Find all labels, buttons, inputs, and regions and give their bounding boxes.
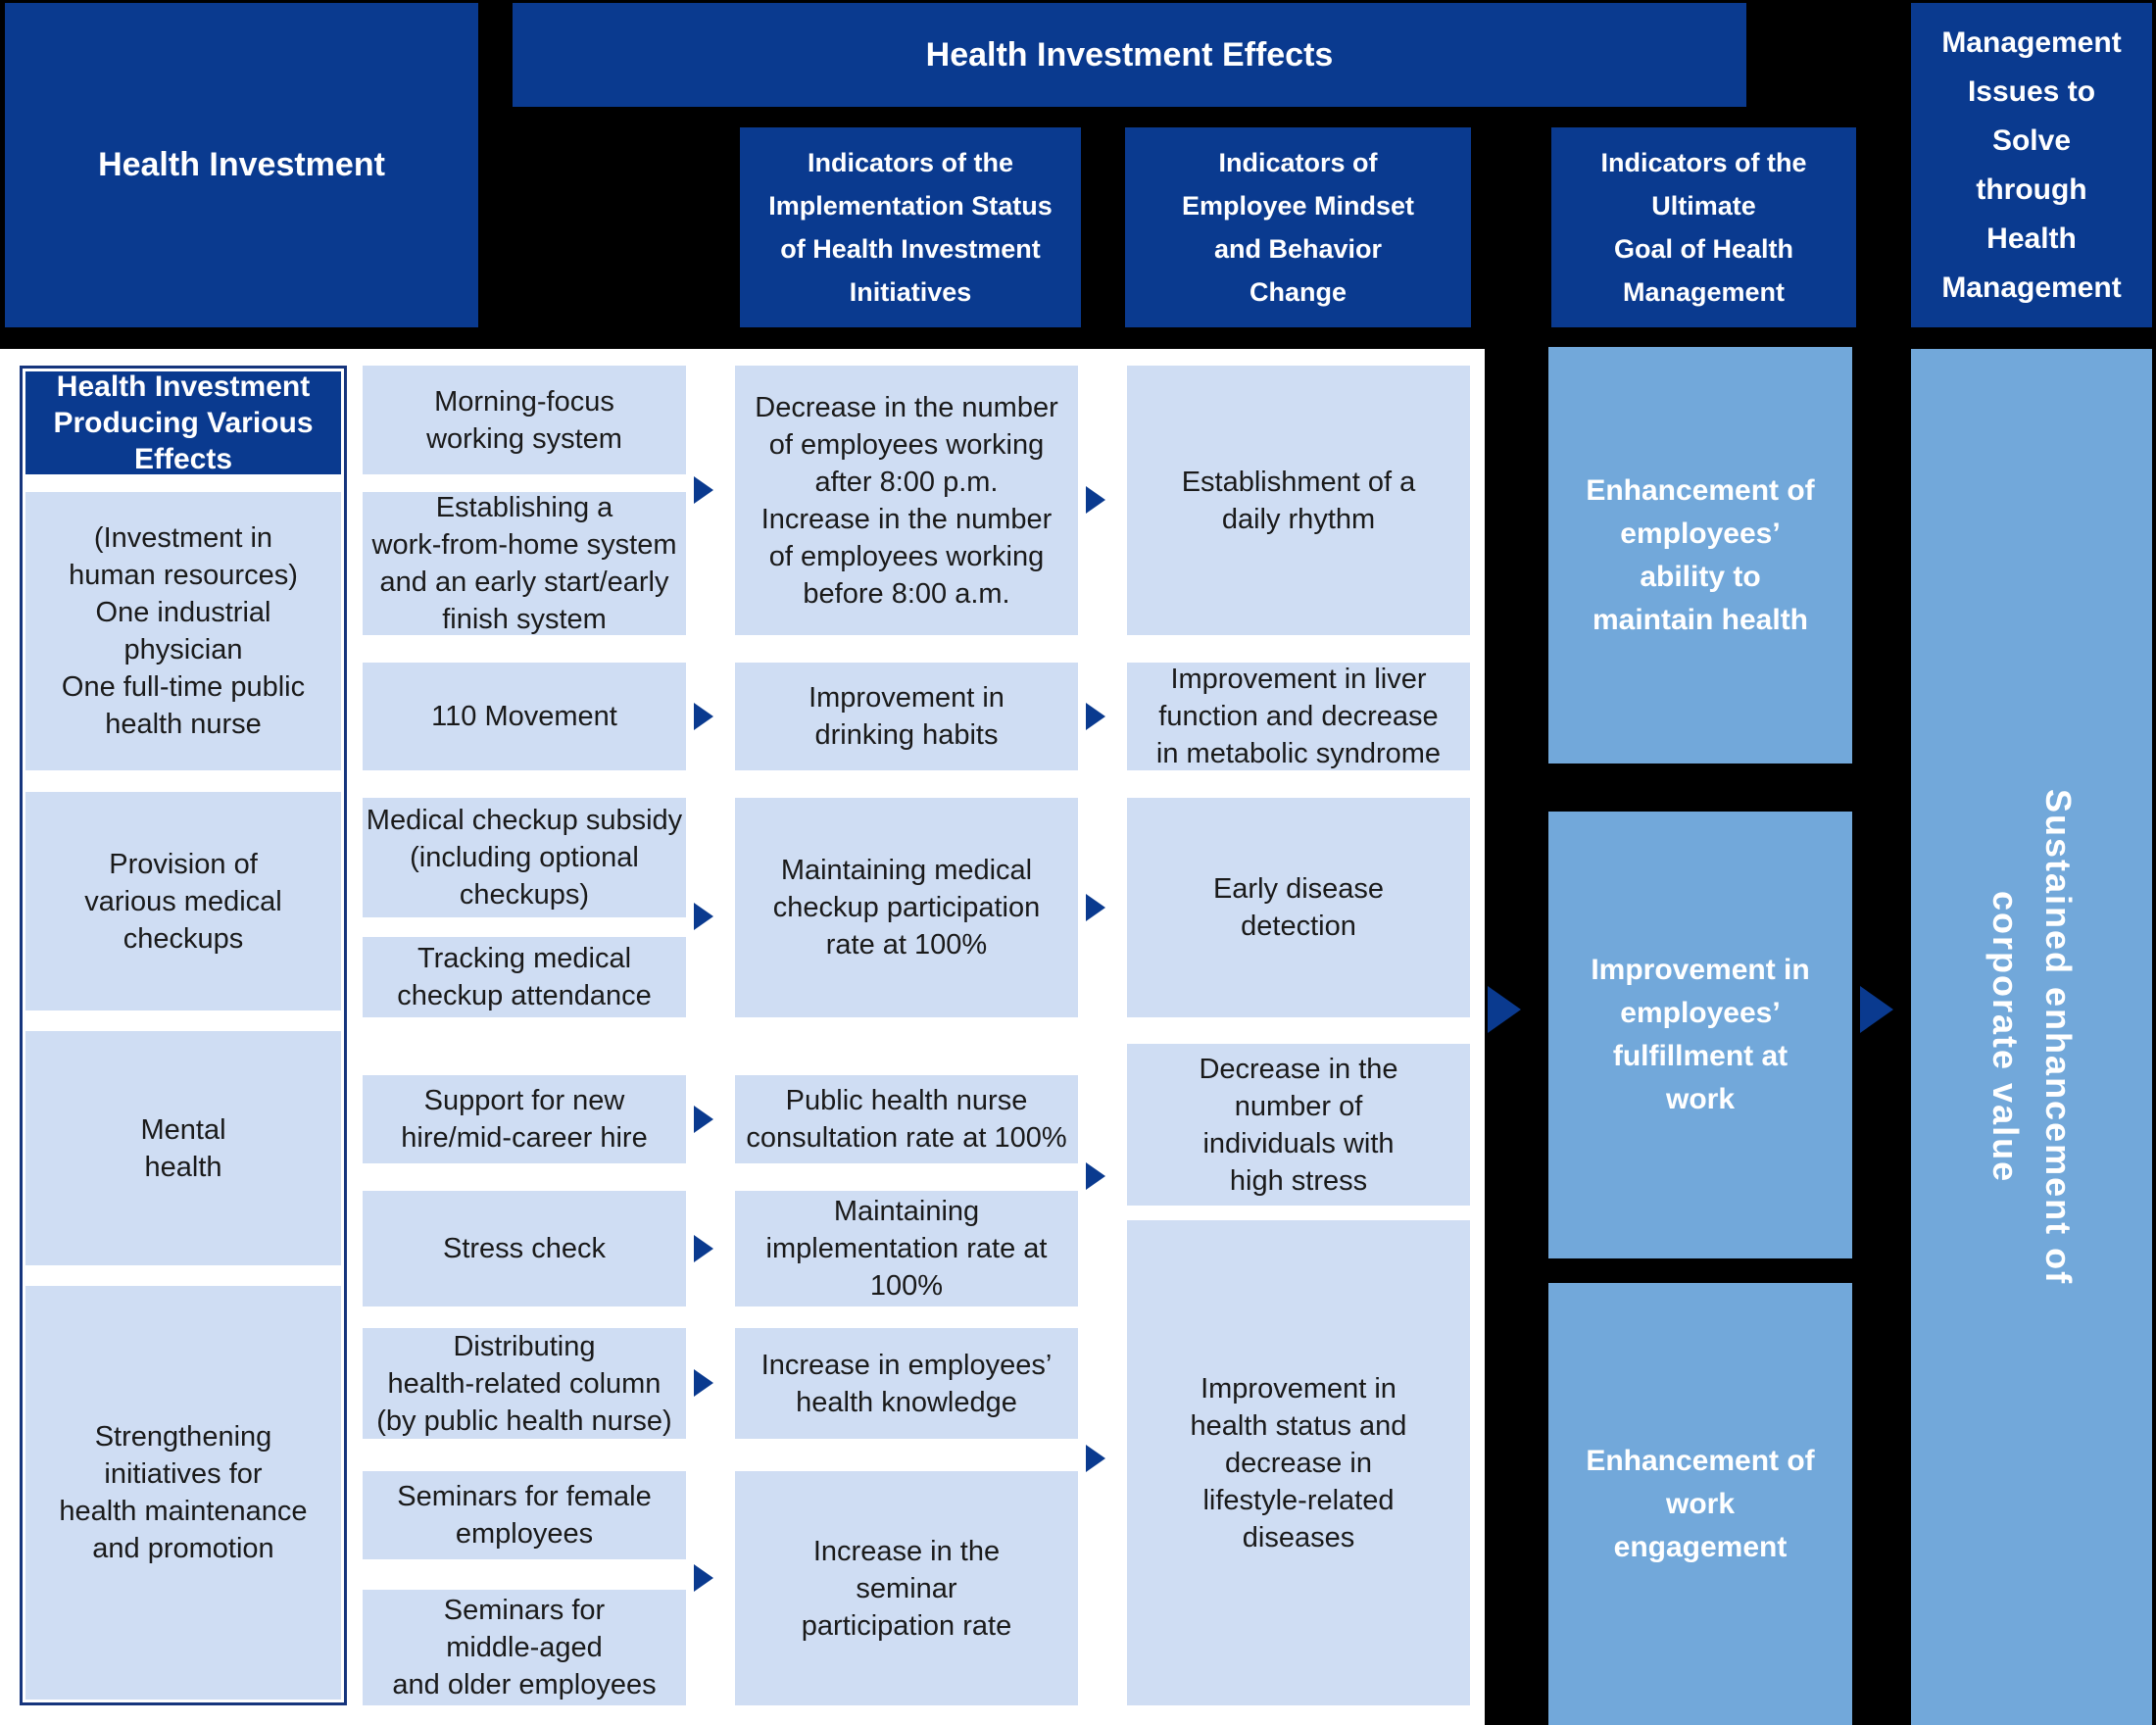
arrow-right-icon xyxy=(1488,986,1521,1033)
indicator-working-hours: Decrease in the number of employees work… xyxy=(735,366,1078,635)
arrow-right-icon xyxy=(1086,1162,1105,1190)
investment-health-promotion: Strengthening initiatives for health mai… xyxy=(25,1286,341,1700)
header-goal-indicators: Indicators of the Ultimate Goal of Healt… xyxy=(1551,127,1856,327)
initiative-senior-seminars: Seminars for middle-aged and older emplo… xyxy=(363,1590,686,1705)
mindset-health-status: Improvement in health status and decreas… xyxy=(1127,1220,1470,1705)
investment-column-header: Health Investment Producing Various Effe… xyxy=(25,370,341,475)
indicator-checkup-participation: Maintaining medical checkup participatio… xyxy=(735,798,1078,1017)
arrow-right-icon xyxy=(694,1106,713,1133)
initiative-110-movement: 110 Movement xyxy=(363,663,686,770)
arrow-right-icon xyxy=(694,1235,713,1262)
investment-human-resources: (Investment in human resources) One indu… xyxy=(25,492,341,770)
indicator-seminar-participation: Increase in the seminar participation ra… xyxy=(735,1471,1078,1705)
initiative-stress-check: Stress check xyxy=(363,1191,686,1306)
goal-work-engagement: Enhancement of work engagement xyxy=(1548,1283,1852,1725)
arrow-right-icon xyxy=(1086,894,1105,921)
mindset-early-detection: Early disease detection xyxy=(1127,798,1470,1017)
indicator-drinking-habits: Improvement in drinking habits xyxy=(735,663,1078,770)
initiative-checkup-subsidy: Medical checkup subsidy (including optio… xyxy=(363,798,686,917)
mindset-high-stress: Decrease in the number of individuals wi… xyxy=(1127,1044,1470,1206)
initiative-health-column: Distributing health-related column (by p… xyxy=(363,1328,686,1439)
initiative-work-from-home: Establishing a work-from-home system and… xyxy=(363,492,686,635)
initiative-checkup-tracking: Tracking medical checkup attendance xyxy=(363,937,686,1017)
arrow-right-icon xyxy=(1086,703,1105,730)
arrow-right-icon xyxy=(1860,986,1893,1033)
header-management-issues: Management Issues to Solve through Healt… xyxy=(1911,3,2152,327)
arrow-right-icon xyxy=(694,476,713,504)
indicator-implementation-rate: Maintaining implementation rate at 100% xyxy=(735,1191,1078,1306)
arrow-right-icon xyxy=(694,1564,713,1592)
header-health-investment: Health Investment xyxy=(5,3,478,327)
arrow-right-icon xyxy=(694,903,713,930)
goal-fulfillment-at-work: Improvement in employees’ fulfillment at… xyxy=(1548,812,1852,1258)
indicator-nurse-consultation: Public health nurse consultation rate at… xyxy=(735,1075,1078,1163)
header-implementation-indicators: Indicators of the Implementation Status … xyxy=(740,127,1081,327)
arrow-right-icon xyxy=(1086,486,1105,514)
initiative-morning-focus: Morning-focus working system xyxy=(363,366,686,474)
initiative-female-seminars: Seminars for female employees xyxy=(363,1471,686,1559)
mindset-daily-rhythm: Establishment of a daily rhythm xyxy=(1127,366,1470,635)
investment-mental-health: Mental health xyxy=(25,1031,341,1265)
outcome-corporate-value: Sustained enhancement of corporate value xyxy=(1911,349,2152,1725)
header-health-investment-effects: Health Investment Effects xyxy=(513,3,1746,107)
header-mindset-indicators: Indicators of Employee Mindset and Behav… xyxy=(1125,127,1471,327)
arrow-right-icon xyxy=(1086,1445,1105,1472)
goal-maintain-health: Enhancement of employees’ ability to mai… xyxy=(1548,347,1852,764)
arrow-right-icon xyxy=(694,1369,713,1397)
arrow-right-icon xyxy=(694,703,713,730)
initiative-new-hire-support: Support for new hire/mid-career hire xyxy=(363,1075,686,1163)
investment-medical-checkups: Provision of various medical checkups xyxy=(25,792,341,1010)
mindset-liver-function: Improvement in liver function and decrea… xyxy=(1127,663,1470,770)
indicator-health-knowledge: Increase in employees’ health knowledge xyxy=(735,1328,1078,1439)
